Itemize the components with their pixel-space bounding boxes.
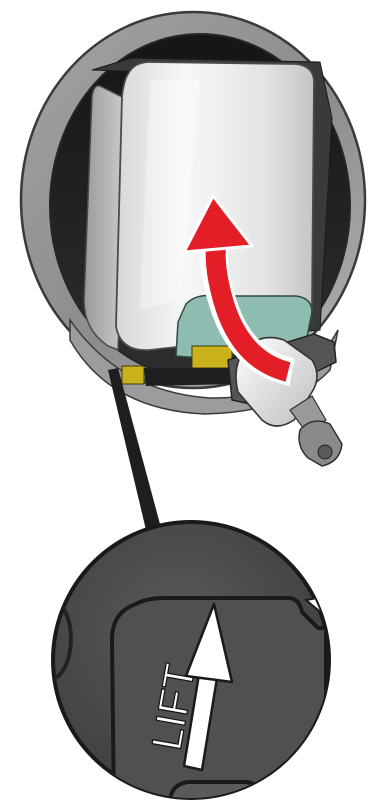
valve-cap (299, 421, 342, 466)
latch-shadow (144, 368, 236, 386)
valve-cap-tip (318, 445, 332, 459)
magnified-callout: LIFT (52, 522, 330, 806)
latch-tab (122, 366, 144, 384)
latch-block (192, 346, 232, 368)
